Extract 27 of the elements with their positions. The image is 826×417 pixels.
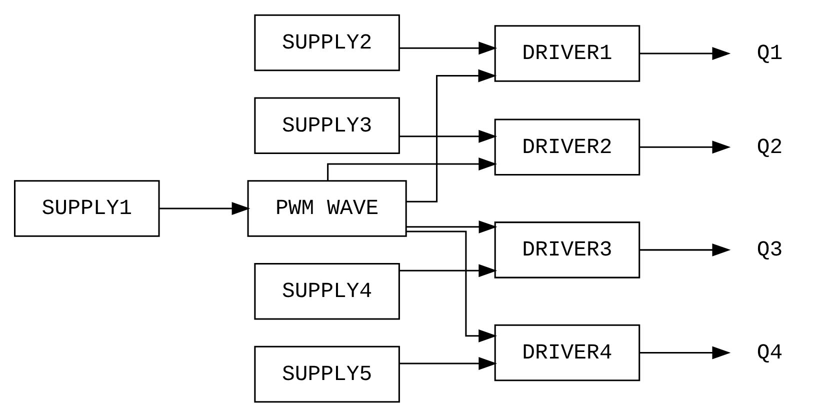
node-box: SUPPLY1 bbox=[14, 180, 160, 237]
node-box: DRIVER3 bbox=[494, 222, 640, 278]
arrow bbox=[406, 220, 498, 234]
arrow bbox=[640, 140, 731, 154]
node-box: DRIVER2 bbox=[494, 118, 640, 176]
node-text: Q2 bbox=[756, 136, 783, 160]
node-box: DRIVER4 bbox=[494, 324, 640, 382]
arrow bbox=[160, 202, 250, 215]
node-box: SUPPLY2 bbox=[254, 14, 400, 72]
node-text: Q4 bbox=[756, 341, 783, 366]
node-box: SUPPLY5 bbox=[254, 346, 400, 403]
node-text: Q3 bbox=[756, 238, 783, 263]
arrow bbox=[400, 357, 498, 370]
node-box: SUPPLY3 bbox=[254, 97, 400, 154]
arrow bbox=[640, 47, 731, 60]
node-box: DRIVER1 bbox=[494, 25, 640, 82]
arrow bbox=[406, 69, 497, 202]
arrow bbox=[400, 264, 498, 278]
arrow bbox=[406, 230, 498, 342]
arrow bbox=[640, 243, 731, 256]
arrow bbox=[400, 130, 498, 143]
node-box: PWM WAVE bbox=[247, 180, 407, 237]
node-text: Q1 bbox=[756, 42, 783, 66]
arrow bbox=[640, 346, 731, 360]
arrow bbox=[400, 42, 498, 55]
arrow bbox=[327, 158, 498, 181]
node-box: SUPPLY4 bbox=[254, 262, 400, 320]
